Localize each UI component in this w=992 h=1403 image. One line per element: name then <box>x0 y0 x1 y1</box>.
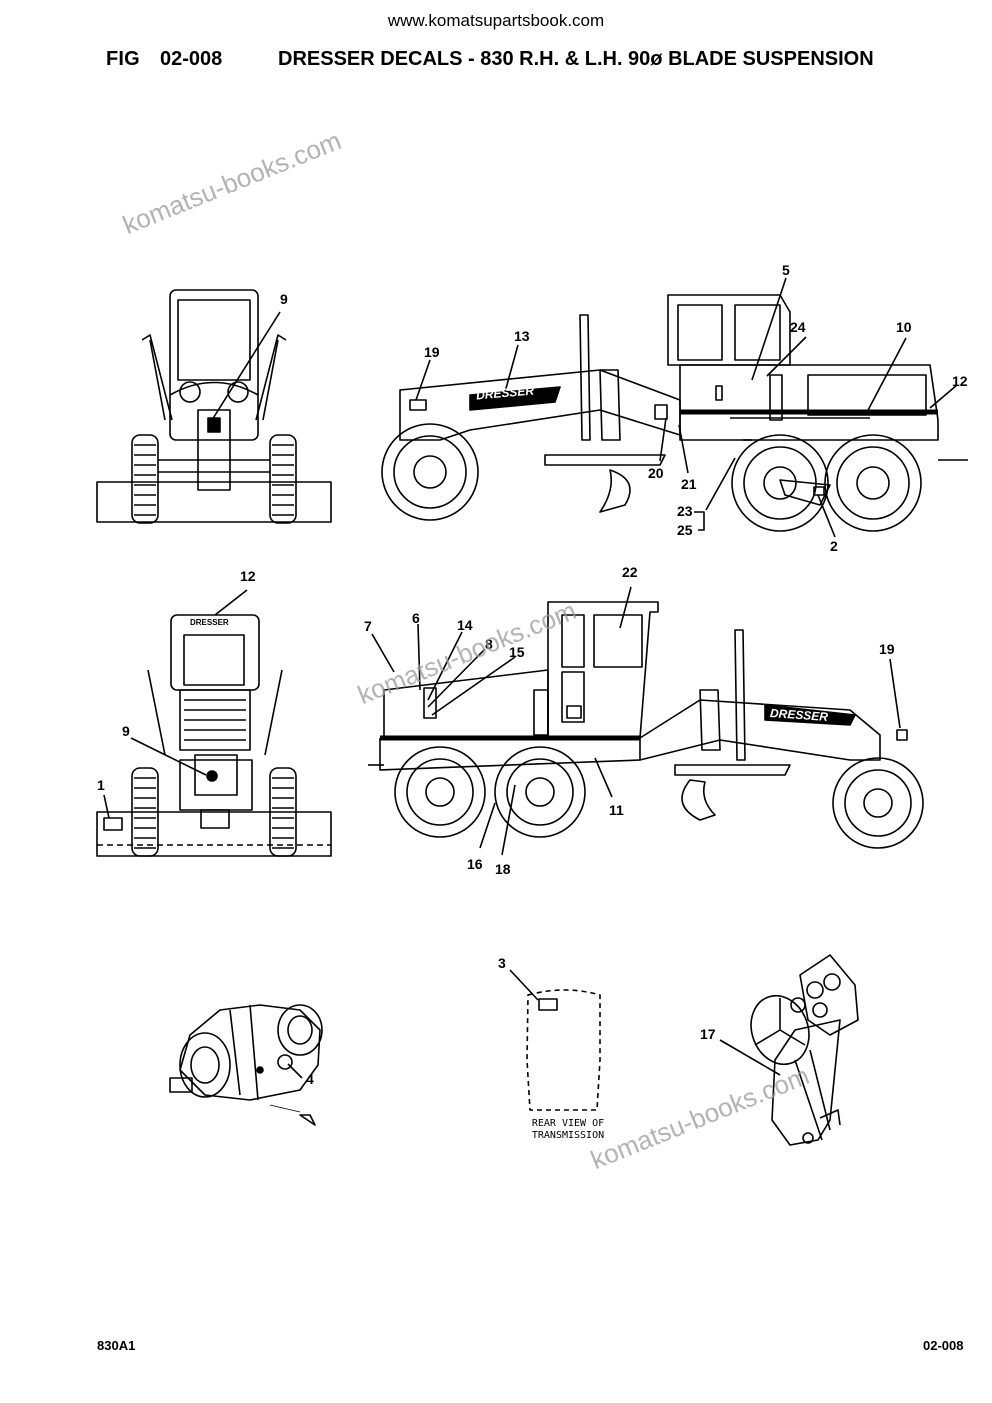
website-url: www.komatsupartsbook.com <box>387 11 605 30</box>
callout-12-right: 12 <box>952 373 968 389</box>
callout-1: 1 <box>97 777 105 793</box>
callout-25: 25 <box>677 522 693 538</box>
footer-model-code: 830A1 <box>97 1338 136 1353</box>
callout-17: 17 <box>700 1026 716 1042</box>
transmission-view-drawing <box>526 989 601 1111</box>
callout-11: 11 <box>609 802 624 818</box>
callout-18: 18 <box>495 861 511 877</box>
figure-label: FIG <box>106 48 140 70</box>
pump-view-drawing <box>169 1004 323 1126</box>
callout-3: 3 <box>498 955 506 971</box>
transmission-caption-line1: REAR VIEW OF <box>531 1118 605 1129</box>
callout-9-front: 9 <box>280 291 288 307</box>
right-side-view-drawing <box>381 277 968 538</box>
front-view-drawing <box>96 289 332 524</box>
steering-console-drawing <box>719 954 859 1146</box>
rear-view-drawing <box>96 589 332 857</box>
callout-15: 15 <box>509 644 525 660</box>
callout-16: 16 <box>467 856 483 872</box>
footer-page-number: 02-008 <box>923 1338 964 1353</box>
callout-19-right: 19 <box>424 344 440 360</box>
callout-2: 2 <box>830 538 838 554</box>
callout-13: 13 <box>514 328 530 344</box>
left-side-view-drawing <box>368 586 924 856</box>
callout-21: 21 <box>681 476 697 492</box>
transmission-caption-line2: TRANSMISSION <box>531 1130 605 1141</box>
callout-9-rear: 9 <box>122 723 130 739</box>
callout-20: 20 <box>648 465 664 481</box>
callout-24: 24 <box>790 319 806 335</box>
callout-5: 5 <box>782 262 790 278</box>
figure-number: 02-008 <box>160 48 223 70</box>
callout-8: 8 <box>485 636 493 652</box>
callout-6: 6 <box>412 610 420 626</box>
callout-7: 7 <box>364 618 372 634</box>
callout-14: 14 <box>457 617 473 633</box>
callout-4: 4 <box>306 1071 314 1087</box>
brand-decal-rear: DRESSER <box>190 618 229 627</box>
callout-23: 23 <box>677 503 693 519</box>
callout-10: 10 <box>896 319 912 335</box>
figure-title: DRESSER DECALS - 830 R.H. & L.H. 90ø BLA… <box>278 48 874 70</box>
callout-12-rear: 12 <box>240 568 256 584</box>
callout-19-left: 19 <box>879 641 895 657</box>
callout-22: 22 <box>622 564 638 580</box>
transmission-caption: REAR VIEW OF TRANSMISSION <box>523 1118 613 1142</box>
